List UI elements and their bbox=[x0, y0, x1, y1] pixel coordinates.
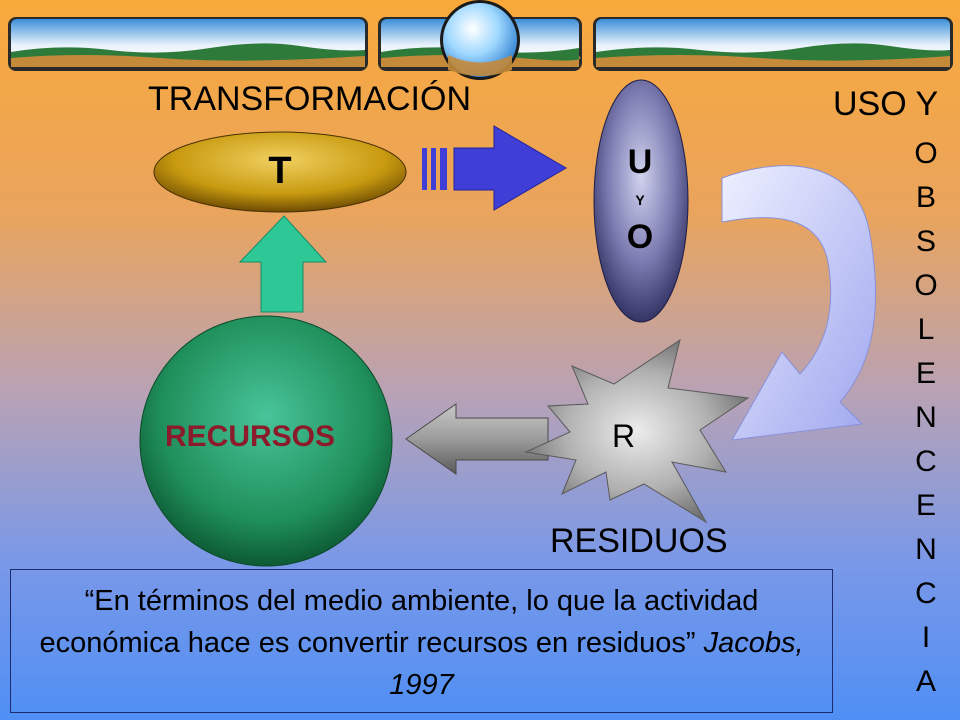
banner-left bbox=[8, 17, 368, 71]
obsolencia-vertical-label: O B S O L E N C E N C I A bbox=[905, 132, 947, 704]
curved-arrow bbox=[721, 165, 877, 441]
obsolencia-letter: S bbox=[915, 225, 936, 258]
y-node-label: Y bbox=[635, 192, 645, 208]
obsolencia-letter: C bbox=[915, 577, 937, 610]
obsolencia-letter: C bbox=[915, 445, 937, 478]
obsolencia-letter: E bbox=[915, 357, 936, 390]
residuos-label: RESIDUOS bbox=[550, 522, 728, 560]
obsolencia-letter: L bbox=[917, 313, 935, 346]
up-arrow bbox=[238, 215, 328, 313]
t-node-label: T bbox=[268, 150, 292, 192]
quote-citation: Jacobs, 1997 bbox=[389, 627, 804, 701]
obsolencia-letter: O bbox=[914, 269, 938, 302]
r-node-label: R bbox=[612, 418, 636, 454]
transformacion-label: TRANSFORMACIÓN bbox=[148, 80, 471, 118]
right-arrow bbox=[422, 125, 567, 211]
obsolencia-letter: B bbox=[915, 181, 936, 214]
o-node-label: O bbox=[626, 218, 654, 256]
obsolencia-letter: A bbox=[915, 665, 936, 698]
obsolencia-letter: O bbox=[914, 137, 938, 170]
recursos-circle bbox=[139, 315, 393, 567]
obsolencia-letter: N bbox=[915, 533, 937, 566]
quote-box: “En términos del medio ambiente, lo que … bbox=[10, 569, 833, 713]
uo-ellipse bbox=[593, 79, 689, 323]
recursos-label: RECURSOS bbox=[165, 420, 336, 453]
left-arrow bbox=[405, 403, 549, 475]
uso-y-label: USO Y bbox=[833, 85, 939, 123]
obsolencia-letter: N bbox=[915, 401, 937, 434]
quote-text: “En términos del medio ambiente, lo que … bbox=[39, 585, 759, 659]
residue-star bbox=[524, 338, 750, 524]
globe-icon bbox=[440, 0, 520, 80]
obsolencia-letter: E bbox=[915, 489, 936, 522]
u-node-label: U bbox=[627, 143, 653, 181]
t-ellipse bbox=[153, 131, 407, 213]
banner-right bbox=[593, 17, 953, 71]
obsolencia-letter: I bbox=[921, 621, 931, 654]
